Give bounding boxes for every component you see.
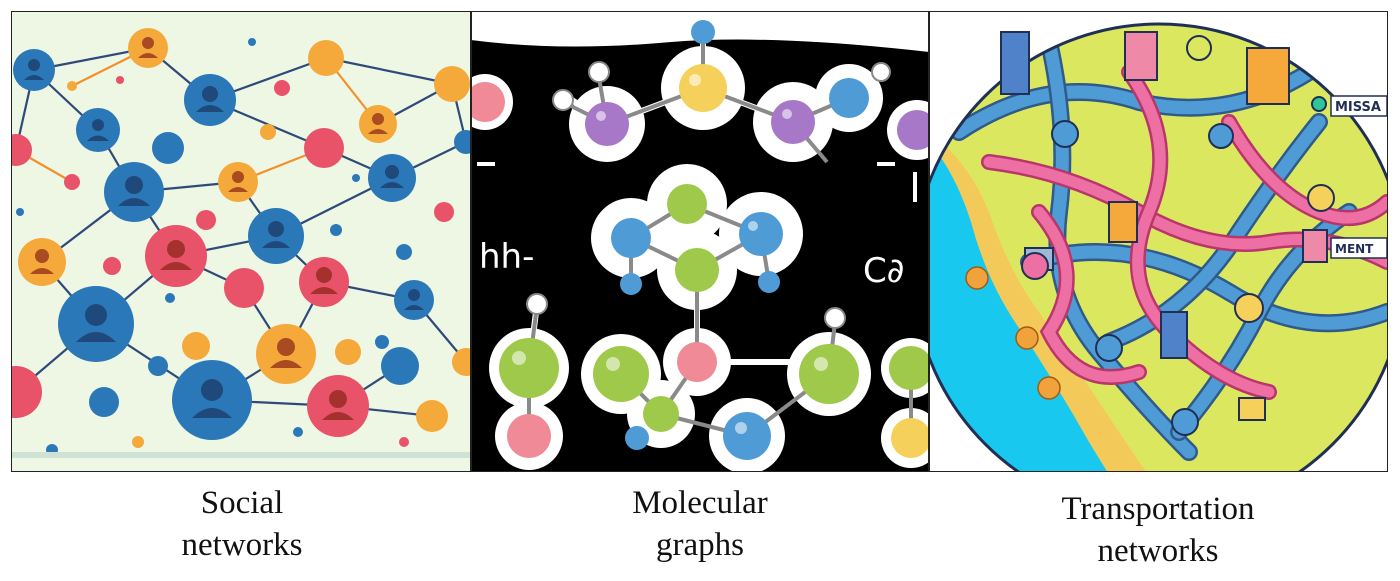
transportation-caption-line1: Transportation bbox=[1061, 491, 1255, 527]
social-network-illustration bbox=[12, 12, 471, 472]
transportation-caption: Transportation networks bbox=[1008, 488, 1308, 572]
formula-right-text: C∂ bbox=[863, 251, 904, 291]
molecular-caption-line2: graphs bbox=[656, 527, 744, 563]
panel-divider bbox=[470, 11, 472, 472]
social-caption-line1: Social bbox=[200, 485, 284, 521]
panel-divider bbox=[928, 11, 930, 472]
sign-top-text: MISSA bbox=[1335, 100, 1381, 115]
transportation-caption-line2: networks bbox=[1097, 533, 1219, 569]
molecular-caption-line1: Molecular bbox=[632, 485, 768, 521]
social-caption-line2: networks bbox=[181, 527, 303, 563]
formula-left-text: hh- bbox=[479, 237, 534, 277]
molecular-graph-illustration: hh- C∂ bbox=[471, 12, 929, 472]
social-caption: Social networks bbox=[92, 482, 392, 566]
transportation-network-illustration: MISSA MENT bbox=[929, 12, 1387, 472]
sign-mid-text: MENT bbox=[1335, 242, 1374, 256]
molecular-caption: Molecular graphs bbox=[550, 482, 850, 566]
